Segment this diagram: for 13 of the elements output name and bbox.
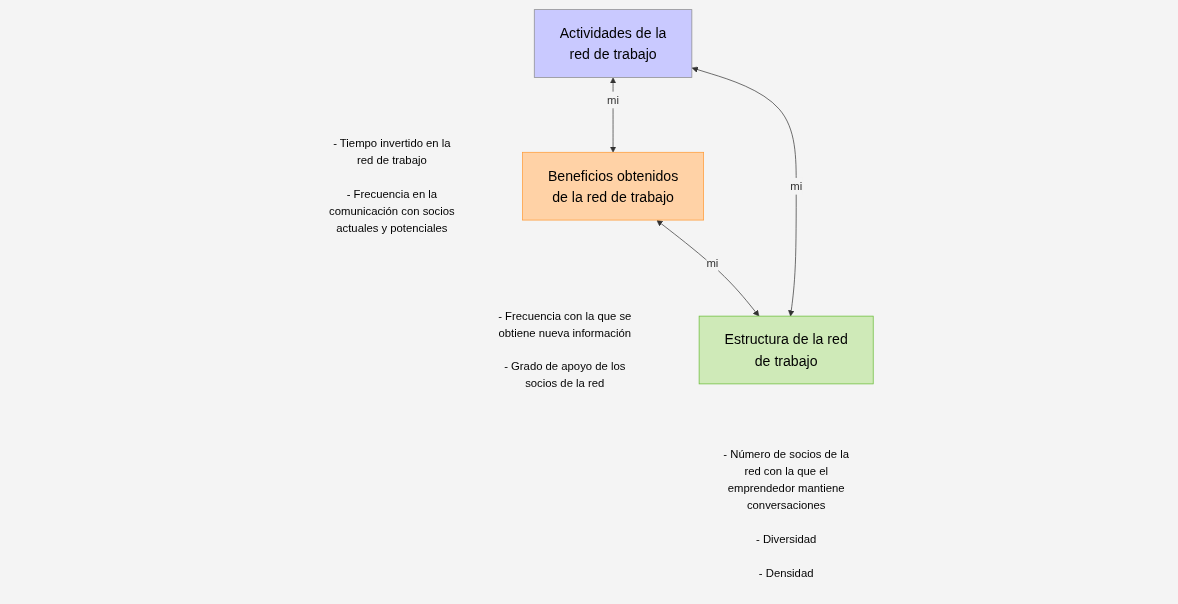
node-label: - Densidad (758, 566, 814, 579)
node-label: - Tiempo invertido en la red de trabajo (333, 137, 451, 167)
edge-label: mi (607, 93, 620, 106)
node-label: - Frecuencia con la que se obtiene nueva información (498, 309, 632, 339)
edge-label: mi (706, 257, 719, 270)
node-label: - Diversidad (756, 532, 817, 545)
node-box: Beneficios obtenidos de la red de trabajo (522, 151, 704, 221)
node-label: - Grado de apoyo de los socios de la red (504, 360, 626, 390)
edge-label: mi (790, 179, 803, 192)
node-box: Actividades de la red de trabajo (533, 9, 693, 78)
node-label: - Frecuencia en la comunicación con socios actuales y potenciales (329, 188, 455, 235)
node-label: - Número de socios de la red con la que el emprendedor mantiene conversaciones (723, 448, 849, 512)
node-box: Estructura de la red de trabajo (698, 315, 874, 385)
